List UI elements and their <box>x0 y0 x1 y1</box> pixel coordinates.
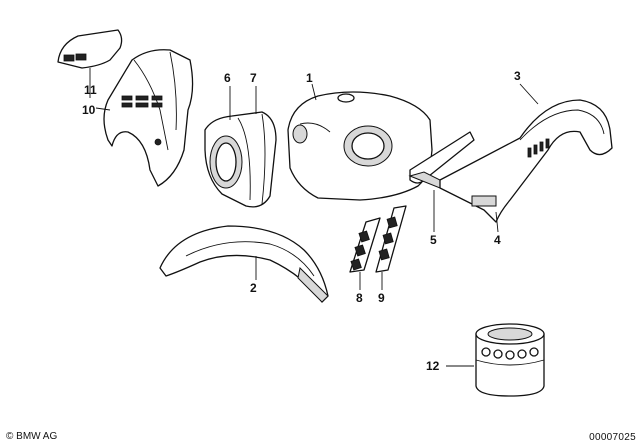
copyright-text: © BMW AG <box>6 431 58 442</box>
callout-5: 5 <box>430 233 437 247</box>
part-12-oil-filter[interactable] <box>475 323 545 397</box>
part-2-front-fender[interactable] <box>159 225 329 303</box>
callout-labels: 1 2 3 4 5 6 7 8 9 10 11 12 <box>82 69 521 373</box>
part-6-7-intake-cover[interactable] <box>204 111 277 208</box>
part-8-decal[interactable] <box>349 217 381 273</box>
callout-10: 10 <box>82 103 96 117</box>
part-10-headlight-fairing[interactable] <box>103 49 194 187</box>
callout-8: 8 <box>356 291 363 305</box>
callout-3: 3 <box>514 69 521 83</box>
callout-7: 7 <box>250 71 257 85</box>
leader-lines <box>89 68 539 367</box>
callout-2: 2 <box>250 281 257 295</box>
part-3-rear-fender[interactable] <box>439 99 613 223</box>
callout-6: 6 <box>224 71 231 85</box>
callout-4: 4 <box>494 233 501 247</box>
part-1-fuel-tank[interactable] <box>287 91 433 201</box>
callout-12: 12 <box>426 359 440 373</box>
part-11-emblem-plate[interactable] <box>57 29 123 69</box>
callout-11: 11 <box>84 83 97 97</box>
callout-1: 1 <box>306 71 313 85</box>
callout-9: 9 <box>378 291 385 305</box>
drawing-number: 00007025 <box>589 432 636 443</box>
part-9-decal[interactable] <box>375 205 407 273</box>
